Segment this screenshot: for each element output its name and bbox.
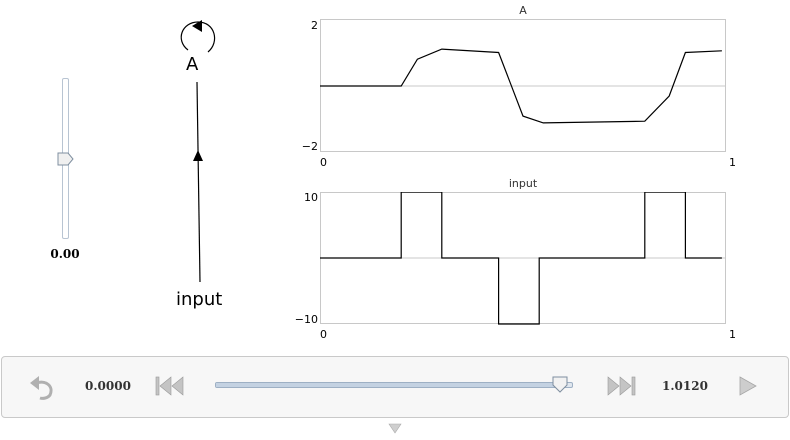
node-input-label[interactable]: input (176, 289, 223, 310)
plot-input-xmax-label: 1 (729, 328, 736, 341)
skip-back-icon[interactable] (154, 375, 186, 397)
plot-input-xmin-label: 0 (320, 328, 327, 341)
plot-input-ymax-label: 10 (304, 191, 318, 204)
collapse-toggle-icon[interactable] (388, 423, 402, 435)
plot-input-title: input (508, 177, 538, 190)
plot-a-xmax-label: 1 (729, 156, 736, 169)
plot-a-series-line (320, 48, 722, 124)
plot-input-ymin-label: −10 (294, 313, 318, 326)
slider-value: 0.00 (50, 247, 80, 261)
time-slider-thumb[interactable] (552, 376, 568, 394)
end-time-label: 1.0120 (662, 379, 708, 393)
reset-icon[interactable] (28, 374, 56, 400)
skip-forward-icon[interactable] (605, 375, 637, 397)
plot-input[interactable] (320, 192, 727, 325)
plot-a-title: A (519, 4, 527, 17)
network-diagram (180, 20, 216, 283)
time-slider-fill (216, 383, 556, 387)
play-icon[interactable] (737, 375, 759, 397)
vertical-slider-thumb[interactable] (57, 152, 75, 168)
plot-input-series-line (320, 192, 722, 325)
plot-a[interactable] (320, 19, 727, 153)
recurrent-connection (180, 21, 216, 53)
recurrent-arrowhead (192, 20, 202, 32)
input-arrowhead (193, 150, 203, 161)
start-time-label: 0.0000 (85, 379, 131, 393)
plot-a-xmin-label: 0 (320, 156, 327, 169)
input-connection (196, 81, 201, 283)
node-a-label[interactable]: A (186, 54, 199, 75)
plot-a-ymin-label: −2 (301, 140, 318, 153)
plot-a-ymax-label: 2 (311, 19, 318, 32)
